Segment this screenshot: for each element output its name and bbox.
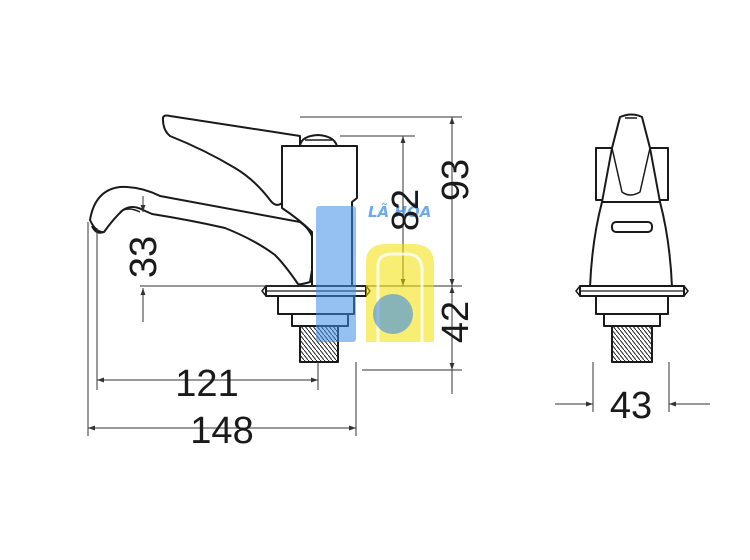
body-front [589,201,673,288]
dimension-labels: 121 148 33 82 93 42 43 [123,159,652,452]
watermark-text: LÃ HÒA [368,201,431,221]
watermark-blue-bar [316,206,356,342]
watermark-blue-circle [373,294,413,334]
lever-handle [161,114,301,206]
lever-front [601,113,661,203]
dim-body-width: 43 [610,385,652,427]
dim-thread-length: 42 [435,301,477,343]
dim-spout-reach: 121 [175,363,238,405]
front-threaded-shank [611,325,653,363]
dim-body-height: 82 [385,189,427,231]
dim-overall-length: 148 [190,410,253,452]
dim-spout-height: 33 [123,236,165,278]
faucet-front-view [575,113,689,363]
dim-overall-height: 93 [435,159,477,201]
spout [89,185,316,286]
watermark-logo: LÃ HÒA [316,201,434,342]
